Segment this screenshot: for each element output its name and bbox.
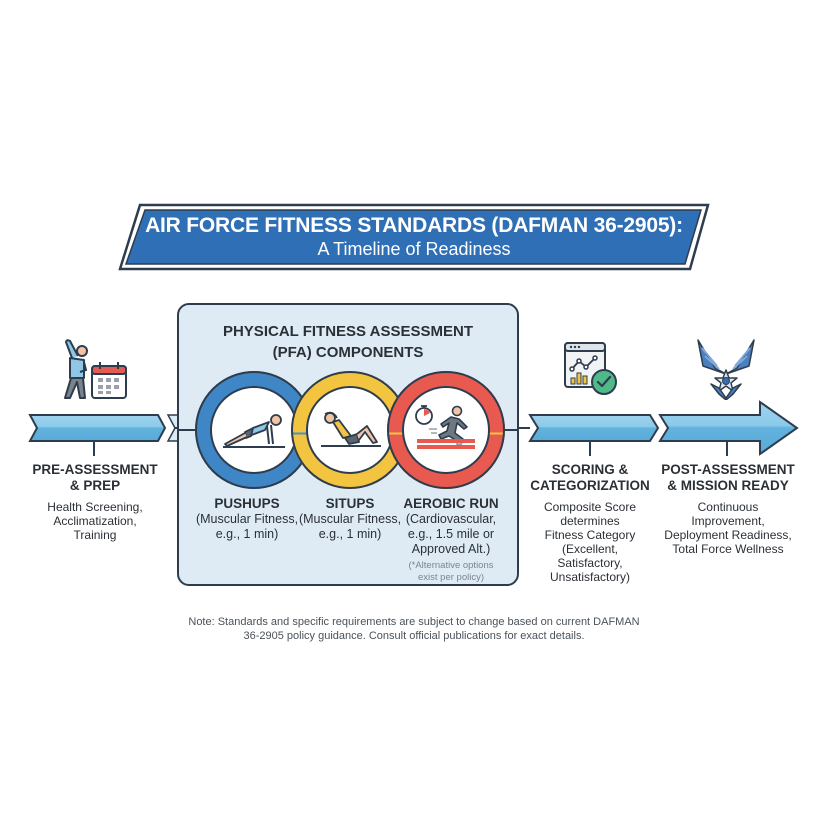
stage2-desc-line: Unsatisfactory) xyxy=(549,570,631,584)
pushup-icon xyxy=(223,414,285,448)
aerobic-run-desc-line2: e.g., 1.5 mile or xyxy=(407,527,495,541)
pushups-desc-line1: (Muscular Fitness, xyxy=(195,512,299,526)
pfa-title-line2: (PFA) COMPONENTS xyxy=(272,344,424,361)
stage2-desc-line: Satisfactory, xyxy=(557,556,623,570)
footnote-line2: exist per policy) xyxy=(418,572,484,583)
policy-note: Note: Standards and specific requirement… xyxy=(150,615,678,643)
stage2-desc-line: Fitness Category xyxy=(544,528,636,542)
pushups-desc-line2: e.g., 1 min) xyxy=(215,527,279,541)
component-aerobic-run: AEROBIC RUN (Cardiovascular, e.g., 1.5 m… xyxy=(395,495,507,584)
banner-shape xyxy=(118,203,710,271)
situps-desc-line1: (Muscular Fitness, xyxy=(298,512,402,526)
pushups-title: PUSHUPS xyxy=(214,496,280,511)
stage3-desc-line: Continuous xyxy=(697,500,759,514)
stage-pre-assessment-label: PRE-ASSESSMENT & PREP xyxy=(20,462,170,494)
stage2-desc-line: Composite Score xyxy=(543,500,637,514)
aerobic-run-ring xyxy=(387,371,505,489)
stage-scoring-label: SCORING & CATEGORIZATION xyxy=(528,462,652,494)
stage3-label-line2: & MISSION READY xyxy=(667,478,789,493)
situps-title: SITUPS xyxy=(325,496,375,511)
pfa-panel-title: PHYSICAL FITNESS ASSESSMENT (PFA) COMPON… xyxy=(179,321,517,363)
aerobic-run-footnote: (*Alternative options exist per policy) xyxy=(395,560,507,584)
aerobic-run-desc-line3: Approved Alt.) xyxy=(411,542,491,556)
pfa-title-line1: PHYSICAL FITNESS ASSESSMENT xyxy=(222,323,474,340)
stage1-label-line2: & PREP xyxy=(69,478,121,493)
aerobic-run-title: AEROBIC RUN xyxy=(403,496,499,511)
component-pushups: PUSHUPS (Muscular Fitness, e.g., 1 min) xyxy=(185,495,309,542)
note-line2: 36-2905 policy guidance. Consult officia… xyxy=(243,630,585,642)
note-line1: Note: Standards and specific requirement… xyxy=(188,616,640,628)
timeline-arrow-post-assessment xyxy=(658,400,799,456)
situps-desc-line2: e.g., 1 min) xyxy=(318,527,382,541)
runner-stopwatch-icon xyxy=(415,405,475,449)
situp-icon xyxy=(321,411,381,447)
stretching-calendar-icon xyxy=(64,339,127,399)
timeline-arrow-pre-assessment xyxy=(28,414,167,442)
timeline-arrow-scoring xyxy=(528,414,660,442)
stage2-desc-line: (Excellent, xyxy=(561,542,619,556)
stage1-desc-line: Training xyxy=(73,528,117,542)
stage-scoring-desc: Composite Score determines Fitness Categ… xyxy=(528,500,652,584)
stage2-desc-line: determines xyxy=(560,514,620,528)
stage3-desc-line: Deployment Readiness, xyxy=(664,528,792,542)
stage1-desc-line: Health Screening, xyxy=(47,500,143,514)
stage1-label-line1: PRE-ASSESSMENT xyxy=(32,462,158,477)
title-banner: AIR FORCE FITNESS STANDARDS (DAFMAN 36-2… xyxy=(118,202,710,272)
stage2-label-line2: CATEGORIZATION xyxy=(530,478,650,493)
stage-post-assessment-label: POST-ASSESSMENT & MISSION READY xyxy=(658,462,798,494)
aerobic-run-desc-line1: (Cardiovascular, xyxy=(405,512,497,526)
stage-pre-assessment-desc: Health Screening, Acclimatization, Train… xyxy=(20,500,170,542)
stage2-label-line1: SCORING & xyxy=(551,462,629,477)
chart-checkmark-icon xyxy=(564,342,617,395)
stage3-desc-line: Total Force Wellness xyxy=(672,542,784,556)
stage-post-assessment-desc: Continuous Improvement, Deployment Readi… xyxy=(658,500,798,556)
banner-title: AIR FORCE FITNESS STANDARDS (DAFMAN 36-2… xyxy=(145,214,683,237)
banner-subtitle: A Timeline of Readiness xyxy=(317,239,511,259)
stage3-desc-line: Improvement, xyxy=(691,514,765,528)
pfa-components-panel: PHYSICAL FITNESS ASSESSMENT (PFA) COMPON… xyxy=(177,303,519,586)
footnote-line1: (*Alternative options xyxy=(408,560,494,571)
component-situps: SITUPS (Muscular Fitness, e.g., 1 min) xyxy=(289,495,411,542)
air-force-wings-icon xyxy=(697,339,755,400)
stage1-desc-line: Acclimatization, xyxy=(53,514,137,528)
stage3-label-line1: POST-ASSESSMENT xyxy=(661,462,795,477)
